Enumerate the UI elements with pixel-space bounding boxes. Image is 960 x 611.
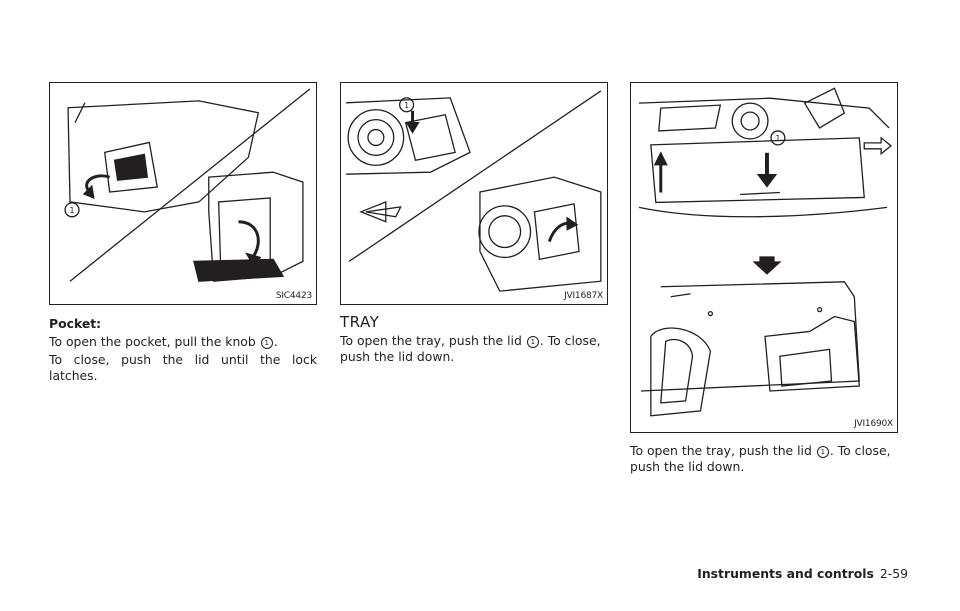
tray-instruction-line-2: push the lid down.: [340, 349, 455, 364]
pocket-open-instruction: To open the pocket, pull the knob 1.: [49, 334, 278, 349]
tray-instruction-line-1: To open the tray, push the lid 1. To clo…: [340, 333, 601, 348]
tray-heading: TRAY: [340, 313, 380, 331]
callout-marker: 1: [526, 336, 539, 348]
tray-detail-illustration: 1: [638, 87, 893, 417]
pocket-close-line-2: latches.: [49, 368, 98, 383]
figure-pocket: 1 SIC4423: [49, 82, 317, 305]
figure-code: JVI1690X: [854, 419, 893, 429]
callout-number-1: 1: [69, 206, 74, 215]
figure-code: SIC4423: [275, 291, 312, 301]
figure-tray: 1 JVI1687X: [340, 82, 608, 305]
pocket-heading: Pocket:: [49, 316, 102, 331]
callout-marker: 1: [816, 446, 829, 458]
figure-code: JVI1687X: [564, 291, 603, 301]
tray-detail-instruction-line-2: push the lid down.: [630, 459, 745, 474]
pocket-close-line-1: To close, push the lid until the lock: [49, 352, 317, 367]
pocket-illustration: 1: [64, 88, 311, 282]
page-footer: Instruments and controls 2-59: [697, 566, 908, 581]
footer-section: Instruments and controls: [697, 566, 874, 581]
callout-number-1: 1: [404, 101, 409, 110]
tray-illustration: 1: [346, 90, 602, 292]
tray-detail-instruction-line-1: To open the tray, push the lid 1. To clo…: [630, 443, 891, 458]
figure-tray-detail: 1 JVI1690X: [630, 82, 898, 433]
callout-marker: 1: [260, 337, 273, 349]
callout-number-1: 1: [775, 134, 780, 143]
footer-page-number: 2-59: [879, 566, 908, 581]
